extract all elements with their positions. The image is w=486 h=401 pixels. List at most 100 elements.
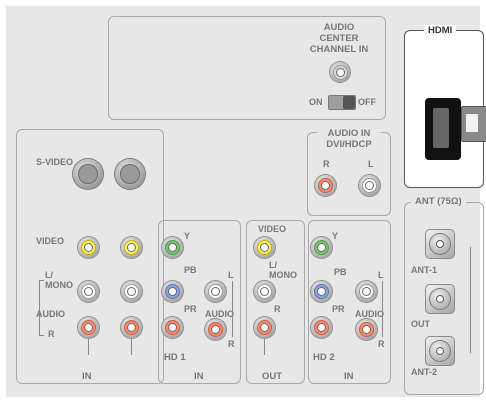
hd1-audio-l-jack[interactable]	[205, 281, 226, 302]
jack-ring	[208, 284, 223, 299]
on-label: ON	[309, 97, 323, 107]
audio-bracket-bottom	[39, 335, 44, 336]
on-off-switch[interactable]	[328, 95, 356, 110]
hd1-name-label: HD 1	[164, 352, 186, 363]
ant-title: ANT (75Ω)	[411, 196, 466, 207]
jack-ring	[165, 284, 180, 299]
jack-core	[318, 324, 325, 331]
jack-core	[261, 244, 268, 251]
hd1-audio-r-jack[interactable]	[205, 319, 226, 340]
out-connector[interactable]	[425, 284, 455, 314]
jack-ring	[81, 240, 96, 255]
hd2-r-label: R	[378, 339, 385, 349]
hd1-pb-jack[interactable]	[162, 281, 183, 302]
coax-pin	[437, 348, 443, 354]
coax-pin	[437, 296, 443, 302]
hd2-audio-r-jack[interactable]	[356, 319, 377, 340]
out-video-label: VIDEO	[258, 224, 287, 234]
jack-ring	[165, 240, 180, 255]
out-box	[246, 220, 305, 384]
jack-ring	[124, 284, 139, 299]
audio-label: AUDIO	[36, 309, 65, 319]
video-1-jack[interactable]	[78, 237, 99, 258]
out-video-jack[interactable]	[254, 237, 275, 258]
hd1-y-jack[interactable]	[162, 237, 183, 258]
svideo-1-jack[interactable]	[73, 159, 103, 189]
jack-core	[128, 288, 135, 295]
jack-ring	[359, 322, 374, 337]
audio-center-jack[interactable]	[330, 62, 350, 82]
jack-core	[169, 288, 176, 295]
dvi-r-label: R	[323, 159, 330, 169]
left-r-label: R	[48, 329, 55, 339]
jack-ring	[124, 240, 139, 255]
hd2-pb-label: PB	[334, 267, 347, 277]
left-in-tag: IN	[78, 371, 96, 382]
jack-ring	[333, 65, 348, 80]
jack-ring	[257, 320, 272, 335]
hdmi-port[interactable]	[425, 98, 461, 160]
switch-knob	[343, 96, 355, 109]
svideo-label: S-VIDEO	[36, 157, 74, 167]
ant-bracket-line	[470, 247, 471, 353]
hd1-y-label: Y	[184, 231, 191, 241]
rear-panel: AUDIO CENTER CHANNEL IN ON OFF HDMI AUDI…	[6, 6, 486, 397]
hd2-audio-l-jack[interactable]	[356, 281, 377, 302]
jack-core	[128, 244, 135, 251]
jack-ring	[165, 320, 180, 335]
hd2-l-label: L	[378, 270, 384, 280]
jack-ring	[314, 284, 329, 299]
audio-r-2-jack[interactable]	[121, 317, 142, 338]
hd2-box	[308, 220, 391, 384]
hd1-pb-label: PB	[184, 265, 197, 275]
ant-1-connector[interactable]	[425, 229, 455, 259]
audio-l-1-jack[interactable]	[78, 281, 99, 302]
hd1-audio-label: AUDIO	[205, 309, 234, 319]
hd2-y-jack[interactable]	[311, 237, 332, 258]
out-r-label: R	[274, 304, 281, 314]
dvi-audio-l-jack[interactable]	[359, 175, 380, 196]
svideo-2-jack[interactable]	[115, 159, 145, 189]
jack-core	[366, 182, 373, 189]
coax-pin	[437, 241, 443, 247]
hd2-in-tag: IN	[340, 371, 358, 382]
dvi-l-label: L	[368, 159, 374, 169]
hd2-pr-jack[interactable]	[311, 317, 332, 338]
audio-l-2-jack[interactable]	[121, 281, 142, 302]
jack-core	[318, 288, 325, 295]
jack-core	[318, 244, 325, 251]
hd2-audio-label: AUDIO	[355, 309, 384, 319]
jack-ring	[257, 284, 272, 299]
coax-nut	[430, 341, 450, 361]
hd1-in-tag: IN	[190, 371, 208, 382]
hd1-pr-jack[interactable]	[162, 317, 183, 338]
video-label: VIDEO	[36, 236, 65, 246]
hd2-pr-label: PR	[332, 304, 345, 314]
hd1-l-label: L	[228, 270, 234, 280]
lmono-label: L/ MONO	[45, 270, 73, 290]
audio-center-box	[108, 16, 386, 120]
hd1-pr-label: PR	[184, 304, 197, 314]
jack-ring	[124, 320, 139, 335]
jack-ring	[81, 284, 96, 299]
coax-nut	[430, 289, 450, 309]
jack-stem	[264, 339, 265, 355]
jack-stem	[131, 339, 132, 355]
out-tag: OUT	[258, 371, 287, 382]
ant-2-connector[interactable]	[425, 336, 455, 366]
dvi-audio-r-jack[interactable]	[315, 175, 336, 196]
out-audio-r-jack[interactable]	[254, 317, 275, 338]
svideo-pins	[120, 164, 140, 184]
hd2-pb-jack[interactable]	[311, 281, 332, 302]
jack-core	[363, 288, 370, 295]
out-audio-l-jack[interactable]	[254, 281, 275, 302]
audio-r-1-jack[interactable]	[78, 317, 99, 338]
video-2-jack[interactable]	[121, 237, 142, 258]
audio-in-dvi-title: AUDIO IN DVI/HDCP	[317, 128, 381, 150]
jack-core	[169, 324, 176, 331]
out-lmono-label: L/ MONO	[269, 260, 297, 280]
jack-ring	[208, 322, 223, 337]
audio-bracket-line	[39, 280, 40, 336]
jack-ring	[359, 284, 374, 299]
left-input-box	[16, 129, 164, 384]
